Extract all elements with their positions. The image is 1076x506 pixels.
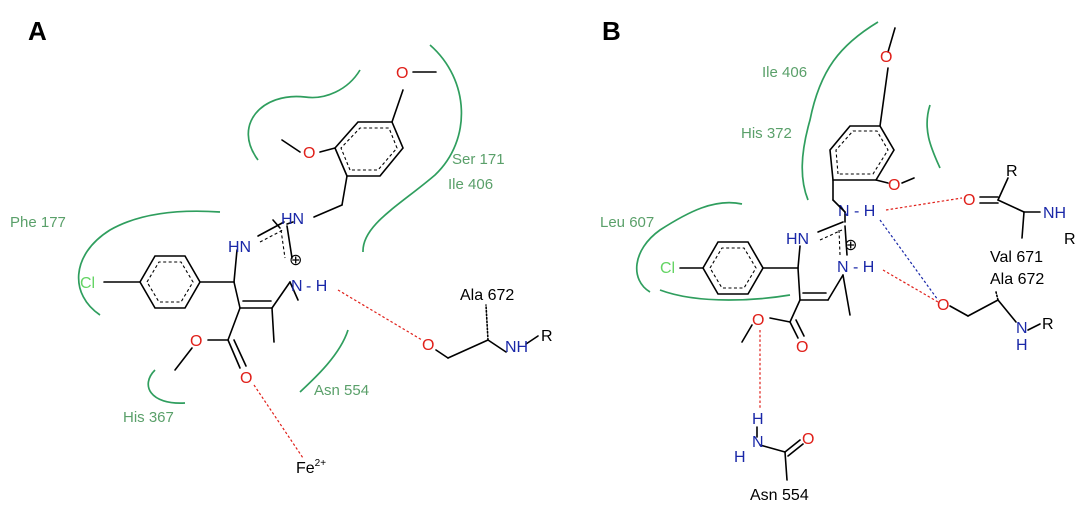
methoxy-oxygen-2-a: O [396, 65, 408, 82]
ring-h-b: - H [853, 259, 874, 276]
positive-charge-b: ⊕ [844, 237, 857, 254]
ester-group-b [741, 317, 805, 343]
ester-oxygen-2-a: O [240, 370, 252, 387]
ala672-backbone-b [949, 291, 1041, 331]
chlorine-atom: Cl [80, 275, 95, 292]
hbond-exo-n-val-b [885, 197, 963, 211]
dihydropyrimidine-ring-b [789, 211, 851, 323]
chlorine-atom-b: Cl [660, 260, 675, 277]
ester-oxygen-2-b: O [796, 339, 808, 356]
ester-group-a [174, 339, 247, 371]
methoxy-oxygen-2-b: O [880, 49, 892, 66]
n-h-label-a: - H [306, 278, 327, 295]
dimethoxyphenyl-ring-a [281, 71, 437, 218]
residue-asn554-a: Asn 554 [314, 382, 369, 399]
asn-n-b: N [752, 434, 764, 451]
ala-h-b: H [1016, 337, 1028, 354]
hbond-nh-ala-a [337, 289, 423, 341]
hbond-ring-n-ala-b [882, 269, 939, 303]
asn-h-left-b: H [734, 449, 746, 466]
val-r-b: R [1064, 231, 1076, 248]
ester-oxygen-1-b: O [752, 312, 764, 329]
methoxy-oxygen-1-b: O [888, 177, 900, 194]
residue-ile406-a: Ile 406 [448, 176, 493, 193]
panel-label-b: B [602, 16, 621, 46]
dimethoxyphenyl-ring-b [829, 27, 915, 213]
residue-ala672-a: Ala 672 [460, 287, 514, 304]
val-r-top-b: R [1006, 163, 1018, 180]
ring-hn-a: HN [228, 239, 251, 256]
ring-hn-b: HN [786, 231, 809, 248]
ala-oxygen-b: O [937, 297, 949, 314]
panel-a: A Cl [10, 16, 553, 477]
exocyclic-h-b: - H [854, 203, 875, 220]
hbond-exo-n-ala-b [879, 219, 939, 301]
panel-label-a: A [28, 16, 47, 46]
ala-r-a: R [541, 328, 553, 345]
residue-leu607-b: Leu 607 [600, 214, 654, 231]
asn-h-top-b: H [752, 411, 764, 428]
positive-charge-a: ⊕ [289, 252, 302, 269]
ester-oxygen-1-a: O [190, 333, 202, 350]
ala672-backbone-a [435, 304, 539, 359]
asn-oxygen-b: O [802, 431, 814, 448]
val-nh-b: NH [1043, 205, 1066, 222]
chlorophenyl-ring-b [679, 241, 799, 295]
ala-oxygen-a: O [422, 337, 434, 354]
hbond-ester-fe-a [253, 384, 304, 459]
residue-phe177-a: Phe 177 [10, 214, 66, 231]
residue-his367-a: His 367 [123, 409, 174, 426]
pocket-contours-a [77, 44, 463, 404]
val-oxygen-b: O [963, 192, 975, 209]
residue-val671-b: Val 671 [990, 249, 1043, 266]
residue-asn554-b: Asn 554 [750, 487, 809, 504]
residue-ile406-b: Ile 406 [762, 64, 807, 81]
pocket-contours-b [635, 21, 941, 301]
residue-his372-b: His 372 [741, 125, 792, 142]
methoxy-oxygen-1-a: O [303, 145, 315, 162]
ring-n-a: N [291, 278, 303, 295]
ala-r-b: R [1042, 316, 1054, 333]
residue-ser171-a: Ser 171 [452, 151, 505, 168]
asn554-sidechain-b [756, 426, 804, 481]
val671-backbone-b [979, 177, 1041, 239]
panel-b: B Cl [600, 16, 1076, 504]
residue-ala672-b: Ala 672 [990, 271, 1044, 288]
ring-n-b: N [837, 259, 849, 276]
exocyclic-hn-a: HN [281, 211, 304, 228]
dihydropyrimidine-ring-a [227, 219, 299, 343]
ala-nh-a: NH [505, 339, 528, 356]
ala-n-b: N [1016, 320, 1028, 337]
chlorophenyl-ring-a [103, 255, 235, 309]
fe-ion-a: Fe2+ [296, 458, 326, 477]
